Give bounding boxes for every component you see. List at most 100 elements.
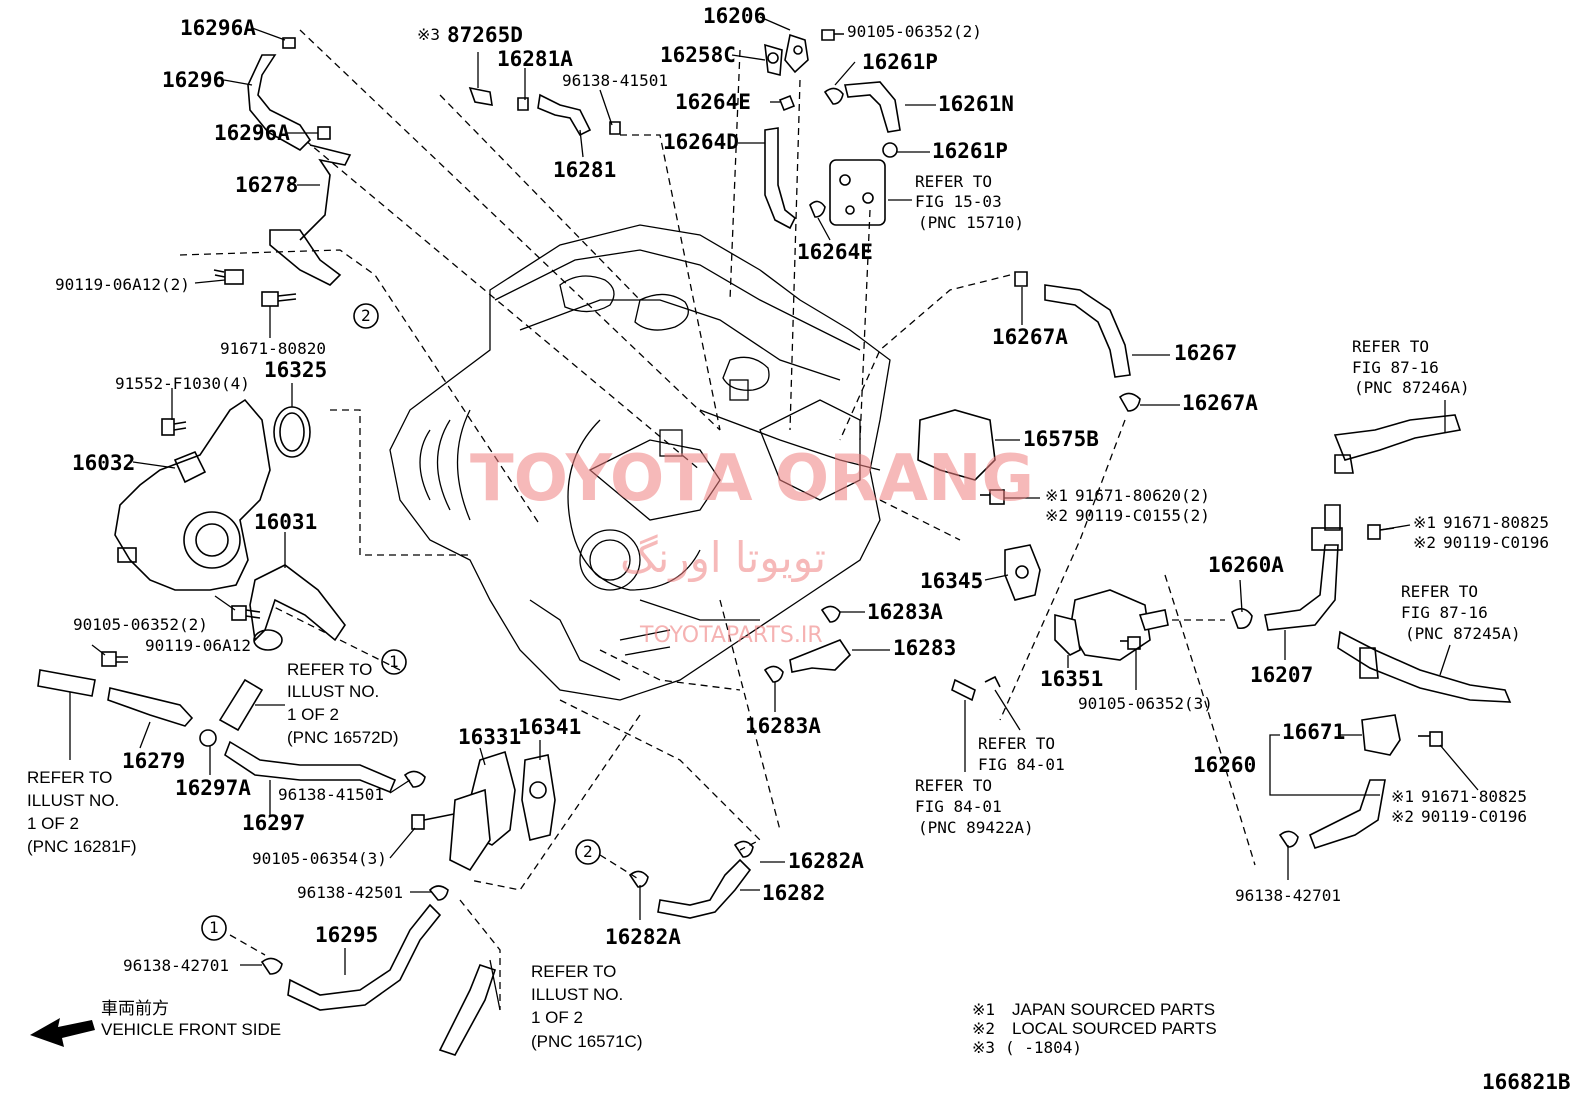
label-16283A-b: 16283A [745, 714, 821, 738]
label-87265D: 87265D [447, 23, 523, 47]
legend-japan-sourced: JAPAN SOURCED PARTS [1012, 1000, 1215, 1019]
svg-text:FIG 15-03: FIG 15-03 [915, 192, 1002, 211]
label-16278: 16278 [235, 173, 298, 197]
legend-local-sourced: LOCAL SOURCED PARTS [1012, 1019, 1217, 1038]
label-16296A-top: 16296A [180, 16, 256, 40]
svg-text:REFER TO: REFER TO [1401, 582, 1478, 601]
svg-text:(PNC 89422A): (PNC 89422A) [918, 818, 1034, 837]
label-16341: 16341 [518, 715, 581, 739]
legend: ※1 JAPAN SOURCED PARTS ※2 LOCAL SOURCED … [972, 1000, 1217, 1057]
label-16264E-b: 16264E [797, 240, 873, 264]
front-arrow-icon [30, 1018, 95, 1047]
ref-fig15-03: REFER TO FIG 15-03 (PNC 15710) [915, 172, 1024, 232]
dashed-reference-lines [179, 29, 1256, 1010]
ref-illust-16571C: REFER TO ILLUST NO. 1 OF 2 (PNC 16571C) [531, 962, 643, 1051]
reference-notes: REFER TO FIG 15-03 (PNC 15710) REFER TO … [27, 172, 1521, 1051]
label-16207: 16207 [1250, 663, 1313, 687]
svg-text:ILLUST NO.: ILLUST NO. [531, 985, 623, 1004]
label-96138-41501-top: 96138-41501 [562, 71, 668, 90]
svg-text:(PNC 87245A): (PNC 87245A) [1405, 624, 1521, 643]
svg-text:(PNC 16571C): (PNC 16571C) [531, 1032, 643, 1051]
svg-text:1 OF 2: 1 OF 2 [27, 814, 79, 833]
svg-text:REFER TO: REFER TO [27, 768, 112, 787]
label-16325: 16325 [264, 358, 327, 382]
watermark-brand: TOYOTA ORANG [470, 442, 1034, 516]
svg-text:FIG 87-16: FIG 87-16 [1401, 603, 1488, 622]
legend-kome3: ※3 [972, 1038, 995, 1057]
legend-kome2: ※2 [972, 1019, 995, 1038]
svg-text:FIG 87-16: FIG 87-16 [1352, 358, 1439, 377]
circle-mark-2-bottom [575, 839, 601, 865]
label-90119-C0196-b: 90119-C0196 [1421, 807, 1527, 826]
circle-mark-1-mid [381, 649, 407, 675]
label-91671-80620: 91671-80620(2) [1075, 486, 1210, 505]
label-16267A-a: 16267A [992, 325, 1068, 349]
label-16283: 16283 [893, 636, 956, 660]
svg-text:FIG 84-01: FIG 84-01 [915, 797, 1002, 816]
label-91671-80825-a: 91671-80825 [1443, 513, 1549, 532]
svg-text:REFER TO: REFER TO [915, 776, 992, 795]
label-16297A: 16297A [175, 776, 251, 800]
svg-text:REFER TO: REFER TO [1352, 337, 1429, 356]
label-16282A-a: 16282A [788, 849, 864, 873]
label-90119-06A12: 90119-06A12 [145, 636, 251, 655]
kome2-mark-b: ※2 [1413, 533, 1436, 552]
circle-mark-2-top-text: 2 [361, 306, 371, 325]
label-16331: 16331 [458, 725, 521, 749]
label-16261P-a: 16261P [862, 50, 938, 74]
label-91671-80825-b: 91671-80825 [1421, 787, 1527, 806]
engine-block-drawing [389, 224, 891, 701]
label-16258C: 16258C [660, 43, 736, 67]
vehicle-front-indicator: 車両前方 VEHICLE FRONT SIDE [101, 999, 281, 1039]
svg-text:REFER TO: REFER TO [287, 660, 372, 679]
label-166821B: 166821B [1482, 1070, 1571, 1094]
watermark-site: TOYOTAPARTS.IR [639, 623, 823, 648]
label-90105-06352-3: 90105-06352(3) [1078, 694, 1213, 713]
kome2-mark-c: ※2 [1391, 807, 1414, 826]
label-16267A-b: 16267A [1182, 391, 1258, 415]
label-16261P-b: 16261P [932, 139, 1008, 163]
leader-lines [69, 16, 1479, 1011]
legend-production-range: ( -1804) [1005, 1038, 1082, 1057]
svg-text:(PNC 15710): (PNC 15710) [918, 213, 1024, 232]
label-16282A-b: 16282A [605, 925, 681, 949]
circle-mark-2-bottom-text: 2 [583, 842, 593, 861]
part-number-labels: 16296A 16296 16296A 16278 90119-06A12(2)… [55, 4, 1571, 1094]
circle-mark-1-mid-text: 1 [389, 652, 399, 671]
ref-fig87-16-87245A: REFER TO FIG 87-16 (PNC 87245A) [1401, 582, 1521, 643]
legend-kome1: ※1 [972, 1000, 995, 1019]
label-16279: 16279 [122, 749, 185, 773]
vehicle-front-en: VEHICLE FRONT SIDE [101, 1020, 281, 1039]
watermark: TOYOTA ORANG تویوتا اورنگ TOYOTAPARTS.IR [470, 442, 1034, 648]
label-16297: 16297 [242, 811, 305, 835]
watermark-persian: تویوتا اورنگ [620, 533, 826, 582]
label-16296: 16296 [162, 68, 225, 92]
label-16283A-a: 16283A [867, 600, 943, 624]
svg-text:ILLUST NO.: ILLUST NO. [27, 791, 119, 810]
label-16296A-mid: 16296A [214, 121, 290, 145]
label-96138-41501-bottom: 96138-41501 [278, 785, 384, 804]
label-16260A: 16260A [1208, 553, 1284, 577]
label-16032: 16032 [72, 451, 135, 475]
label-90119-C0155: 90119-C0155(2) [1075, 506, 1210, 525]
svg-text:1 OF 2: 1 OF 2 [531, 1008, 583, 1027]
svg-text:1 OF 2: 1 OF 2 [287, 705, 339, 724]
label-16261N: 16261N [938, 92, 1014, 116]
label-16264E-a: 16264E [675, 90, 751, 114]
svg-text:(PNC 87246A): (PNC 87246A) [1354, 378, 1470, 397]
svg-text:REFER TO: REFER TO [978, 734, 1055, 753]
label-16206: 16206 [703, 4, 766, 28]
svg-text:REFER TO: REFER TO [915, 172, 992, 191]
ref-fig87-16-87246A: REFER TO FIG 87-16 (PNC 87246A) [1352, 337, 1470, 397]
circle-mark-1-bottom-text: 1 [209, 918, 219, 937]
kome1-mark-b: ※1 [1413, 513, 1436, 532]
label-16351: 16351 [1040, 667, 1103, 691]
ref-fig84-01-b: REFER TO FIG 84-01 (PNC 89422A) [915, 776, 1034, 837]
svg-text:REFER TO: REFER TO [531, 962, 616, 981]
label-96138-42501: 96138-42501 [297, 883, 403, 902]
label-16281: 16281 [553, 158, 616, 182]
label-91671-80820: 91671-80820 [220, 339, 326, 358]
circle-mark-1-bottom [201, 915, 227, 941]
label-90119-C0196-a: 90119-C0196 [1443, 533, 1549, 552]
